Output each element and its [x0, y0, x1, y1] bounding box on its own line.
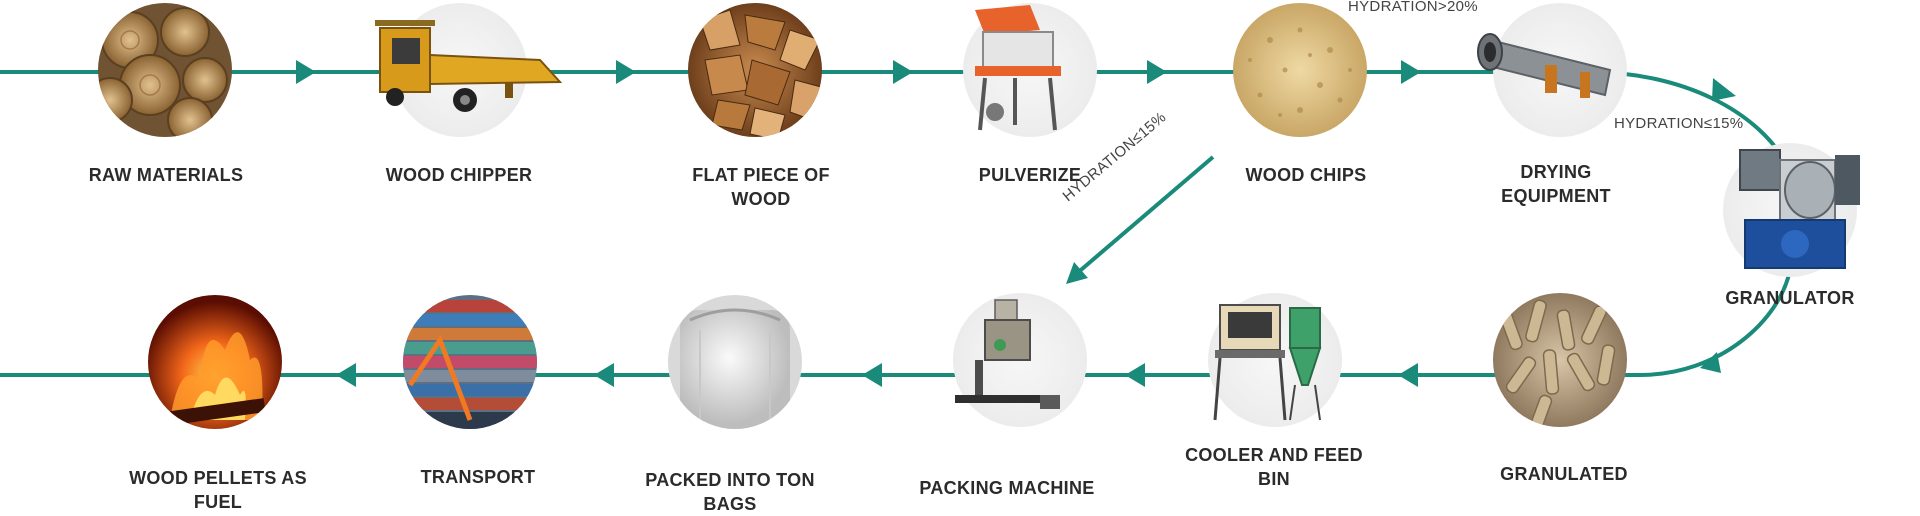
log-pile-image: [98, 3, 232, 137]
pellets-image: [1493, 293, 1627, 427]
bypass-line: [1073, 155, 1215, 277]
arrow-right-icon: [296, 60, 316, 84]
note-hydration-high: HYDRATION>20%: [1348, 0, 1478, 15]
arrow-left-icon: [594, 363, 614, 387]
pulverizer-machine-image: [963, 3, 1097, 137]
pellet-mill-image: [1723, 143, 1860, 277]
sawdust-image: [1233, 3, 1367, 137]
step-label-cooler-and-feed-bin: COOLER AND FEED BIN: [1185, 445, 1363, 489]
arrow-curve-icon: [1712, 78, 1736, 101]
note-hydration-low-dryer: HYDRATION≤15%: [1614, 115, 1744, 132]
arrowheads: [296, 60, 1736, 387]
arrow-left-icon: [1125, 363, 1145, 387]
shipping-containers-image: [403, 295, 537, 429]
step-label-packing-machine: PACKING MACHINE: [919, 478, 1095, 498]
step-label-wood-chips: WOOD CHIPS: [1245, 165, 1367, 185]
packing-machine-image: [953, 293, 1087, 427]
bottom-right-curve: [1639, 269, 1792, 377]
step-label-pulverize: PULVERIZE: [978, 165, 1082, 185]
step-label-granulator: GRANULATOR: [1725, 288, 1855, 308]
ton-bag-image: [668, 295, 802, 429]
arrow-right-icon: [893, 60, 913, 84]
arrow-diagonal-icon: [1066, 262, 1088, 284]
step-label-transport: TRANSPORT: [420, 467, 536, 487]
step-label-wood-pellets-as-fuel: WOOD PELLETS AS FUEL: [129, 468, 307, 512]
arrow-left-icon: [862, 363, 882, 387]
step-label-wood-chipper: WOOD CHIPPER: [385, 165, 533, 185]
fire-image: [148, 295, 282, 429]
arrow-left-icon: [1398, 363, 1418, 387]
arrow-left-icon: [336, 363, 356, 387]
chipper-machine-image: [375, 3, 563, 137]
step-label-raw-materials: RAW MATERIALS: [88, 165, 244, 185]
arrow-right-icon: [616, 60, 636, 84]
arrow-right-icon: [1147, 60, 1167, 84]
step-label-drying-equipment: DRYING EQUIPMENT: [1501, 162, 1611, 206]
arrow-right-icon: [1401, 60, 1421, 84]
rotary-dryer-image: [1477, 3, 1627, 137]
step-label-flat-piece-of-wood: FLAT PIECE OF WOOD: [692, 165, 830, 209]
wood-pieces-image: [688, 3, 822, 137]
step-label-packed-into-ton-bags: PACKED INTO TON BAGS: [645, 470, 815, 514]
arrow-curve-icon: [1700, 352, 1721, 373]
cooler-bin-image: [1208, 293, 1342, 427]
step-label-granulated: GRANULATED: [1500, 464, 1628, 484]
